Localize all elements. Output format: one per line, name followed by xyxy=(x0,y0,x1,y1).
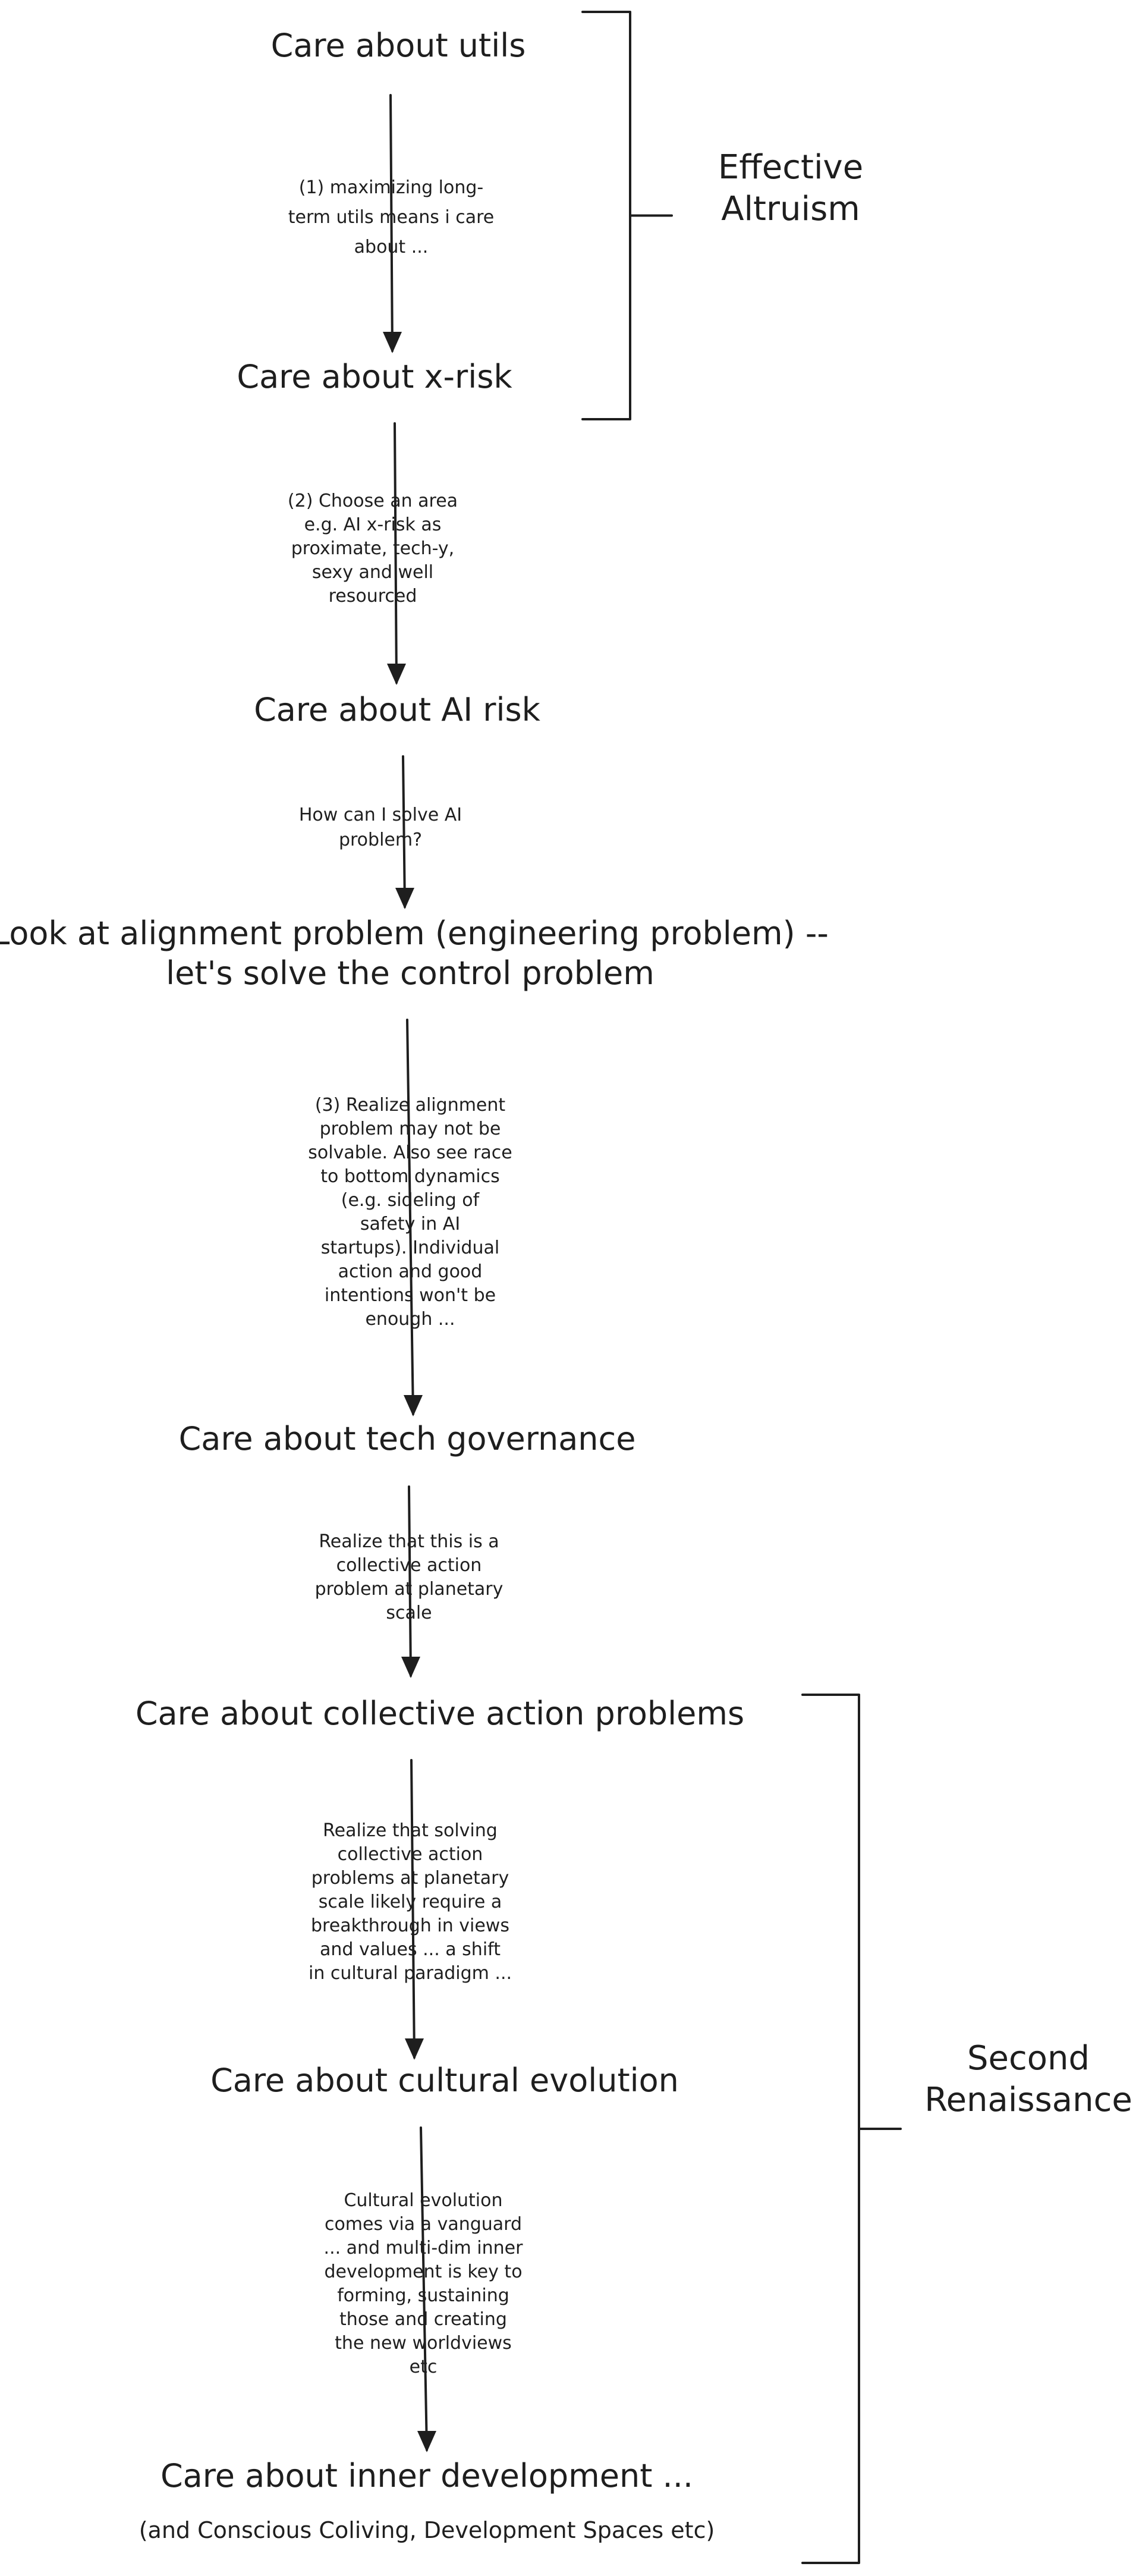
edge-note-line: those and creating xyxy=(339,2309,507,2330)
arrowhead-icon xyxy=(387,664,406,685)
edge-note-line: e.g. AI x-risk as xyxy=(304,514,442,535)
edge-note-line: (2) Choose an area xyxy=(288,491,458,511)
node-n8: Care about inner development ... (and Con… xyxy=(139,2457,715,2543)
node-label: Care about cultural evolution xyxy=(210,2062,679,2099)
edge-note-line: proximate, tech-y, xyxy=(291,538,454,559)
group-label: Altruism xyxy=(721,190,860,228)
edge-note-line: solvable. Also see race xyxy=(308,1142,512,1163)
node-label: Care about x-risk xyxy=(237,358,512,395)
node-n1: Care about utils xyxy=(271,27,526,64)
edge-note-line: to bottom dynamics xyxy=(320,1166,500,1187)
edge-n7-n8: Cultural evolution comes via a vanguard..… xyxy=(324,2126,524,2452)
node-n5: Care about tech governance xyxy=(179,1420,636,1457)
arrowhead-icon xyxy=(417,2431,436,2452)
node-label: Care about collective action problems xyxy=(136,1695,744,1732)
arrowhead-icon xyxy=(405,2038,424,2060)
edges-layer: (1) maximizing long-term utils means i c… xyxy=(288,94,524,2452)
node-label: Care about tech governance xyxy=(179,1420,636,1457)
arrow-line xyxy=(389,94,394,352)
node-label: Care about utils xyxy=(271,27,526,64)
arrow-line xyxy=(394,422,398,684)
edge-note-line: (e.g. sideling of xyxy=(341,1190,480,1211)
group-label: Effective xyxy=(718,148,863,187)
arrow-line xyxy=(408,1485,412,1677)
edge-note-line: Realize that solving xyxy=(323,1820,498,1841)
node-label: Care about AI risk xyxy=(254,691,541,728)
edge-note-line: etc xyxy=(410,2357,438,2377)
node-n3: Care about AI risk xyxy=(254,691,541,728)
edge-n5-n6: Realize that this is a collective action p… xyxy=(315,1485,504,1678)
edge-n3-n4: How can I solve AI problem? xyxy=(299,755,462,909)
edge-n6-n7: Realize that solving collective action pro… xyxy=(309,1759,512,2060)
edge-note-line: ... and multi-dim inner xyxy=(324,2238,524,2258)
edge-note-line: problem? xyxy=(339,830,422,850)
node-n2: Care about x-risk xyxy=(237,358,512,395)
arrow-line xyxy=(406,1019,414,1415)
node-label: Look at alignment problem (engineering p… xyxy=(0,915,829,952)
edge-note-line: collective action xyxy=(336,1555,482,1576)
node-n4: Look at alignment problem (engineering p… xyxy=(0,915,829,992)
edge-note-line: forming, sustaining xyxy=(337,2285,509,2306)
node-label: Care about inner development ... xyxy=(161,2457,693,2495)
bracket-line xyxy=(581,11,631,420)
edge-note-line: comes via a vanguard xyxy=(325,2214,522,2235)
edge-note-line: scale xyxy=(386,1603,432,1623)
edge-note-line: Realize that this is a xyxy=(319,1531,499,1552)
edge-note-line: Cultural evolution xyxy=(344,2190,502,2211)
edge-note-line: resourced xyxy=(329,586,417,607)
edge-note-line: about ... xyxy=(354,237,429,257)
node-n7: Care about cultural evolution xyxy=(210,2062,679,2099)
edge-note-line: development is key to xyxy=(324,2261,522,2282)
edge-note-line: sexy and well xyxy=(312,562,433,583)
edge-note-line: problems at planetary xyxy=(311,1868,509,1889)
edge-note-line: startups). Individual xyxy=(321,1237,499,1258)
edge-note-line: breakthrough in views xyxy=(311,1915,509,1936)
arrow-line xyxy=(420,2126,428,2451)
bracket-line xyxy=(801,1694,860,2564)
edge-note-line: (3) Realize alignment xyxy=(315,1095,506,1116)
node-subtitle: (and Conscious Coliving, Development Spa… xyxy=(139,2517,715,2543)
edge-note-line: scale likely require a xyxy=(319,1892,502,1912)
edge-note-line: collective action xyxy=(338,1844,483,1865)
edge-note-line: the new worldviews xyxy=(335,2333,512,2354)
arrowhead-icon xyxy=(383,332,402,353)
edge-note-line: in cultural paradigm ... xyxy=(309,1963,512,1984)
edge-note-line: problem may not be xyxy=(320,1119,501,1139)
group-label: Second xyxy=(967,2039,1090,2078)
edge-note-line: safety in AI xyxy=(360,1214,460,1234)
arrowhead-icon xyxy=(404,1395,423,1416)
edge-n2-n3: (2) Choose an area e.g. AI x-risk as proxi… xyxy=(288,422,458,685)
edge-note-line: term utils means i care xyxy=(288,207,495,228)
edge-note-line: (1) maximizing long- xyxy=(299,177,484,198)
arrowhead-icon xyxy=(395,888,414,909)
edge-note-line: action and good xyxy=(338,1261,483,1282)
arrowhead-icon xyxy=(401,1657,420,1678)
edge-n1-n2: (1) maximizing long-term utils means i c… xyxy=(288,94,495,353)
edge-note-line: problem at planetary xyxy=(315,1579,504,1600)
edge-n4-n5: (3) Realize alignment problem may not be s… xyxy=(308,1019,512,1416)
node-n6: Care about collective action problems xyxy=(136,1695,744,1732)
arrow-line xyxy=(402,755,406,908)
group-label: Renaissance xyxy=(924,2081,1132,2119)
edge-note-line: How can I solve AI xyxy=(299,805,462,825)
arrow-line xyxy=(410,1759,416,2059)
edge-note-line: enough ... xyxy=(365,1309,455,1330)
edge-note-line: and values ... a shift xyxy=(320,1939,501,1960)
node-label: let's solve the control problem xyxy=(166,954,654,992)
edge-note-line: intentions won't be xyxy=(325,1285,496,1306)
